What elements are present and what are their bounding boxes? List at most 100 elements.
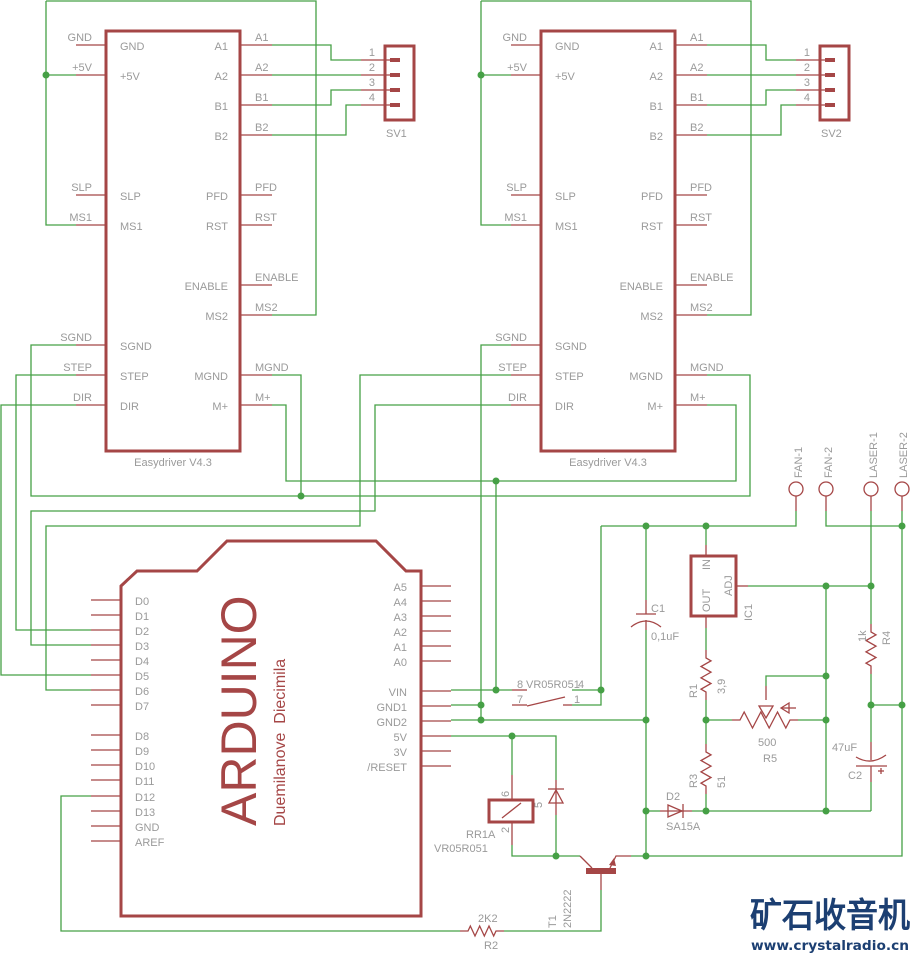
pin-name: DIR: [555, 401, 574, 413]
pin-name: PFD: [641, 191, 663, 203]
arduino-pin-label: A4: [394, 597, 407, 609]
arduino-pin-label: D6: [135, 686, 149, 698]
wire: [45, 374, 511, 691]
wire: [30, 404, 511, 646]
connector-pad: [390, 58, 400, 62]
r3-value: 51: [716, 776, 728, 788]
arduino-pin-label: /RESET: [367, 762, 407, 774]
arduino-title: ARDUINO: [211, 595, 267, 826]
pin-net-label: SLP: [71, 182, 92, 194]
connector-pad: [825, 103, 835, 107]
pin-net-label: DIR: [73, 392, 92, 404]
pin-name: SLP: [120, 191, 141, 203]
arduino-pin-label: D8: [135, 731, 149, 743]
junction-dot: [297, 492, 305, 500]
pin-net-label: B2: [255, 122, 268, 134]
pin-net-label: A1: [255, 32, 268, 44]
relay-switch-value: VR05R051: [526, 679, 580, 691]
easydriver-label: Easydriver V4.3: [134, 457, 212, 469]
terminal-fan-1-label: FAN-1: [793, 447, 805, 478]
pin-name: GND: [555, 41, 580, 53]
t1-value: 2N2222: [562, 889, 574, 928]
connector-body: [818, 44, 851, 122]
relay-coil-pin-2: 2: [500, 827, 512, 833]
wire: [451, 735, 557, 780]
pin-net-label: MGND: [255, 362, 289, 374]
arduino-pin-label: D13: [135, 807, 155, 819]
pin-net-label: SGND: [495, 332, 527, 344]
pin-name: A2: [650, 71, 663, 83]
wire: [272, 374, 302, 496]
c2-curved-plate: [855, 754, 887, 762]
junction-dot: [867, 701, 875, 709]
arduino-pin-label: D3: [135, 641, 149, 653]
logo-title: 矿石收音机: [750, 896, 910, 936]
junction-dot: [508, 732, 516, 740]
pin-net-label: B2: [690, 122, 703, 134]
junction-dot: [642, 716, 650, 724]
wire: [480, 344, 511, 720]
pin-name: +5V: [120, 71, 141, 83]
connector-pin-number: 3: [804, 77, 810, 89]
pin-name: SGND: [120, 341, 152, 353]
arduino-pin-label: D5: [135, 671, 149, 683]
arduino-pin-label: GND1: [376, 702, 407, 714]
pin-net-label: MS1: [504, 212, 527, 224]
pin-net-label: MGND: [690, 362, 724, 374]
connector-pin-number: 1: [804, 47, 810, 59]
junction-dot: [642, 852, 650, 860]
junction-dot: [702, 716, 710, 724]
arduino-pin-label: D9: [135, 746, 149, 758]
junction-dot: [867, 582, 875, 590]
pin-name: PFD: [206, 191, 228, 203]
pin-name: DIR: [120, 401, 139, 413]
connector-pad: [825, 58, 835, 62]
arduino-pin-label: D12: [135, 792, 155, 804]
d2-name: D2: [666, 791, 680, 803]
d2-value: SA15A: [666, 821, 701, 833]
ic1-pin-in: IN: [701, 559, 713, 570]
pin-net-label: +5V: [507, 62, 528, 74]
arduino-pin-label: 5V: [394, 732, 408, 744]
resistor-r1: [699, 650, 713, 700]
connector-pin-number: 4: [804, 92, 810, 104]
terminal-laser-2: [894, 481, 910, 497]
connector-pad: [825, 73, 835, 77]
wire: [707, 44, 796, 61]
potentiometer-r5: [732, 710, 798, 730]
connector-body: [383, 44, 416, 122]
pin-name: A2: [215, 71, 228, 83]
r1-name: R1: [688, 684, 700, 698]
pin-net-label: DIR: [508, 392, 527, 404]
junction-dot: [702, 807, 710, 815]
arduino-body: [119, 539, 423, 918]
transistor-collector: [579, 855, 593, 869]
connector-pin-number: 2: [804, 62, 810, 74]
junction-dot: [822, 807, 830, 815]
arduino-pin-label: D2: [135, 626, 149, 638]
pin-net-label: MS1: [69, 212, 92, 224]
relay-pin-1: 1: [574, 694, 580, 706]
pin-net-label: ENABLE: [690, 272, 733, 284]
wire: [601, 511, 797, 527]
pin-net-label: M+: [255, 392, 271, 404]
resistor-r4: [864, 624, 878, 674]
pin-net-label: A2: [255, 62, 268, 74]
junction-dot: [642, 807, 650, 815]
terminal-laser-1: [863, 481, 879, 497]
arduino-pin-label: AREF: [135, 837, 165, 849]
connector-pad: [390, 88, 400, 92]
pin-name: GND: [120, 41, 145, 53]
wire: [481, 0, 752, 316]
junction-dot: [477, 716, 485, 724]
pin-name: MS1: [555, 221, 578, 233]
arduino-pin-label: A5: [394, 582, 407, 594]
pin-net-label: SGND: [60, 332, 92, 344]
pin-name: B1: [215, 101, 228, 113]
pin-name: RST: [641, 221, 663, 233]
logo-url: www.crystalradio.cn: [751, 939, 909, 954]
sv2-label: SV2: [821, 128, 842, 140]
ic1-pin-adj: ADJ: [723, 575, 735, 596]
relay-pin-4: 4: [578, 679, 584, 691]
